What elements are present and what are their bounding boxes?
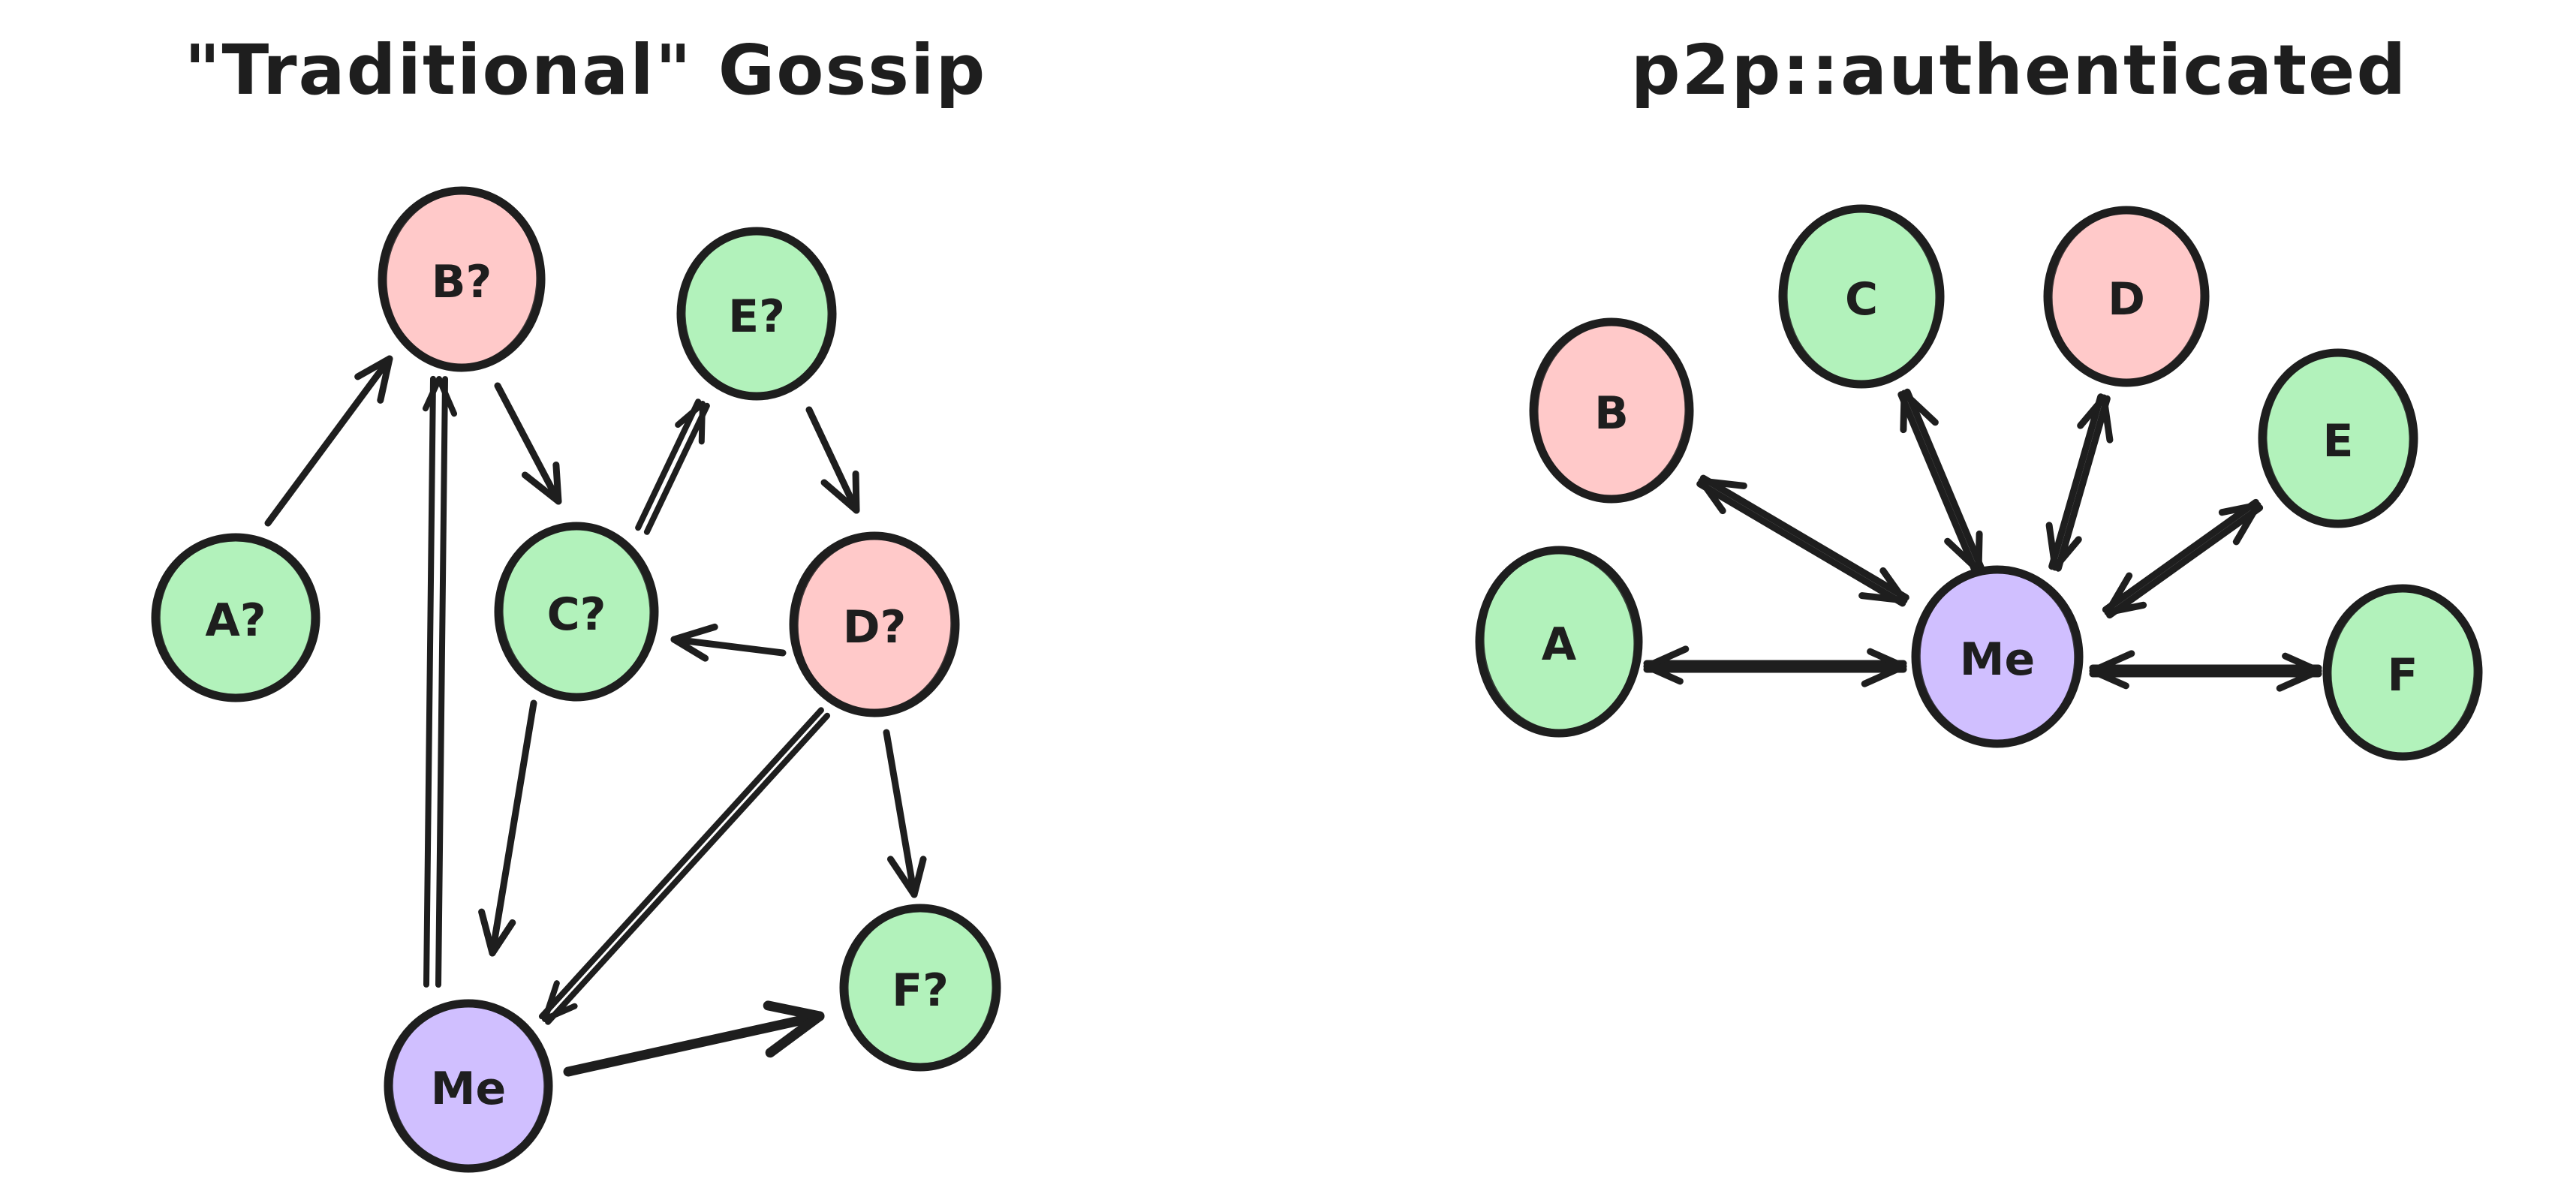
title-p2p-authenticated: p2p::authenticated: [1631, 30, 2408, 110]
node-p2p-authenticated-E: E: [2258, 348, 2418, 528]
edge-traditional-gossip-D-F: [883, 729, 927, 898]
node-label-traditional-gossip-A: A?: [205, 594, 266, 647]
node-p2p-authenticated-C: C: [1778, 204, 1945, 389]
edge-p2p-authenticated-Me-A: [1643, 645, 1907, 687]
node-p2p-authenticated-D: D: [2043, 206, 2210, 387]
node-traditional-gossip-C: C?: [494, 522, 659, 702]
node-label-traditional-gossip-E: E?: [728, 290, 785, 343]
node-traditional-gossip-Me: Me: [384, 999, 553, 1173]
node-traditional-gossip-A: A?: [151, 533, 320, 702]
edge-traditional-gossip-Me-B: [422, 375, 458, 988]
node-traditional-gossip-F: F?: [839, 904, 1001, 1072]
diagram-traditional-gossip: A? B? C? D? E? F? Me: [151, 186, 1001, 1173]
node-label-p2p-authenticated-C: C: [1845, 273, 1878, 326]
edge-traditional-gossip-C-E: [635, 399, 710, 535]
node-label-p2p-authenticated-A: A: [1542, 618, 1577, 671]
edge-traditional-gossip-D-Me: [538, 707, 831, 1025]
edge-p2p-authenticated-Me-B: [1696, 474, 1909, 607]
node-label-traditional-gossip-D: D?: [843, 601, 907, 654]
edge-p2p-authenticated-Me-F: [2089, 650, 2322, 692]
edge-p2p-authenticated-Me-C: [1897, 388, 1985, 576]
node-label-traditional-gossip-B: B?: [432, 256, 492, 308]
node-p2p-authenticated-F: F: [2322, 584, 2483, 761]
node-label-p2p-authenticated-D: D: [2108, 273, 2145, 326]
node-label-traditional-gossip-Me: Me: [431, 1063, 506, 1115]
edge-traditional-gossip-Me-F: [563, 1000, 825, 1077]
node-p2p-authenticated-Me: Me: [1911, 565, 2084, 748]
node-p2p-authenticated-B: B: [1529, 317, 1694, 504]
edge-traditional-gossip-C-Me: [478, 699, 537, 957]
edge-traditional-gossip-B-C: [494, 382, 562, 505]
node-label-p2p-authenticated-E: E: [2323, 415, 2354, 468]
edge-p2p-authenticated-Me-E: [2102, 498, 2264, 619]
edge-p2p-authenticated-Me-D: [2045, 393, 2114, 572]
diagram-content: A? B? C? D? E? F? Me A B C D E F Me: [151, 186, 2483, 1173]
node-label-p2p-authenticated-Me: Me: [1960, 633, 2035, 686]
node-traditional-gossip-B: B?: [378, 186, 546, 372]
node-label-p2p-authenticated-F: F: [2388, 649, 2418, 702]
edge-traditional-gossip-E-D: [805, 406, 860, 514]
node-label-traditional-gossip-F: F?: [892, 964, 949, 1017]
node-traditional-gossip-E: E?: [676, 227, 837, 401]
diagram-p2p-authenticated: A B C D E F Me: [1475, 204, 2483, 761]
node-label-p2p-authenticated-B: B: [1594, 387, 1629, 440]
edge-traditional-gossip-D-C: [670, 623, 787, 662]
node-label-traditional-gossip-C: C?: [547, 588, 606, 641]
node-traditional-gossip-D: D?: [789, 531, 960, 717]
node-p2p-authenticated-A: A: [1475, 546, 1643, 738]
title-traditional-gossip: "Traditional" Gossip: [185, 30, 987, 110]
edge-traditional-gossip-A-B: [264, 355, 393, 527]
